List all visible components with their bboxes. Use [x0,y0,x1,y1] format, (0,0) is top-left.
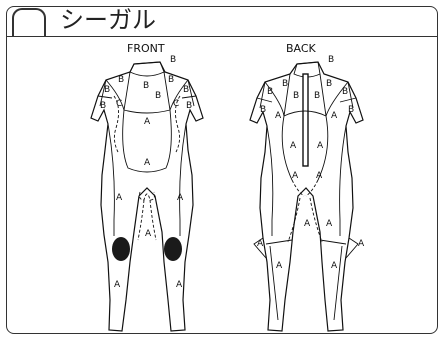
front-knee-pad-right [164,237,182,261]
back-label-upper-back-l: A [275,111,282,121]
front-label-shoulder-l-2: B [118,75,124,85]
back-suit-outline [249,61,364,332]
front-label-shoulder-r-1: B [183,85,189,95]
front-label-under-l: C [116,99,122,109]
back-label-upper-back-r: A [331,111,338,121]
back-label-shoulder-r-3: B [348,105,354,115]
diagram-frame [6,6,438,334]
back-label-shoulder-l-2: B [282,79,288,89]
back-label-upper-r: B [314,91,320,101]
back-label-calf-r: A [331,261,338,271]
front-chest-panel [122,109,172,173]
front-label-chest-r: B [155,91,161,101]
front-label-torso: A [144,117,151,127]
back-label-shoulder-l-3: B [260,105,266,115]
back-label-thigh-l: A [304,219,311,229]
front-label-chest-l: B [143,81,149,91]
front-label-belly: A [144,158,151,168]
back-yoke-seam [256,73,357,117]
front-underarm-insert-left [113,95,119,153]
front-knee-pad-left [112,237,130,261]
front-shoulder-seams [97,71,197,111]
back-calf-seams [253,237,359,321]
title-divider [6,36,438,37]
front-label-shoulder-l-1: B [104,85,110,95]
back-label-knee-l: A [257,239,264,249]
front-label-under-r: C [173,99,179,109]
front-label-side-l: A [116,193,123,203]
front-label-shoulder-r-2: B [168,75,174,85]
front-label-shoulder-r-3: B [186,101,192,111]
back-label-seat-r: A [316,171,323,181]
back-label-seat-l: A [292,171,299,181]
front-underarm-insert-right [175,95,181,153]
back-zipper [302,73,309,167]
back-label-back-l: A [290,141,297,151]
front-label-calf-l: A [114,280,121,290]
front-label-side-r: A [177,193,184,203]
page-title: シーガル [60,6,156,34]
back-view: BACK B B B B B B B B B A A A A A A A A A… [249,42,365,332]
front-label-crotch: A [145,229,152,239]
back-label-back-r: A [317,141,324,151]
back-panel-seams [266,115,347,236]
back-label-collar: B [328,55,334,65]
back-label-shoulder-l-1: B [267,87,273,97]
back-label-shoulder-r-1: B [342,87,348,97]
title-tab-marker [12,8,46,36]
back-seat-seam [287,179,323,243]
front-yoke-seam [105,79,189,114]
back-label-shoulder-r-2: B [326,79,332,89]
front-side-seams [107,123,187,236]
back-label-knee-r: A [358,239,365,249]
front-crotch-seam [137,191,157,241]
back-label-thigh-r: A [326,219,333,229]
front-label-collar: B [170,55,176,65]
front-label-calf-r: A [176,280,183,290]
back-label-upper-l: B [293,91,299,101]
front-heading: FRONT [127,42,165,55]
front-label-shoulder-l-3: B [100,101,106,111]
back-label-calf-l: A [276,261,283,271]
back-heading: BACK [286,42,317,55]
front-suit-outline [90,61,204,332]
front-view: FRONT B B B B B B B B B C C A A A A [90,42,204,332]
